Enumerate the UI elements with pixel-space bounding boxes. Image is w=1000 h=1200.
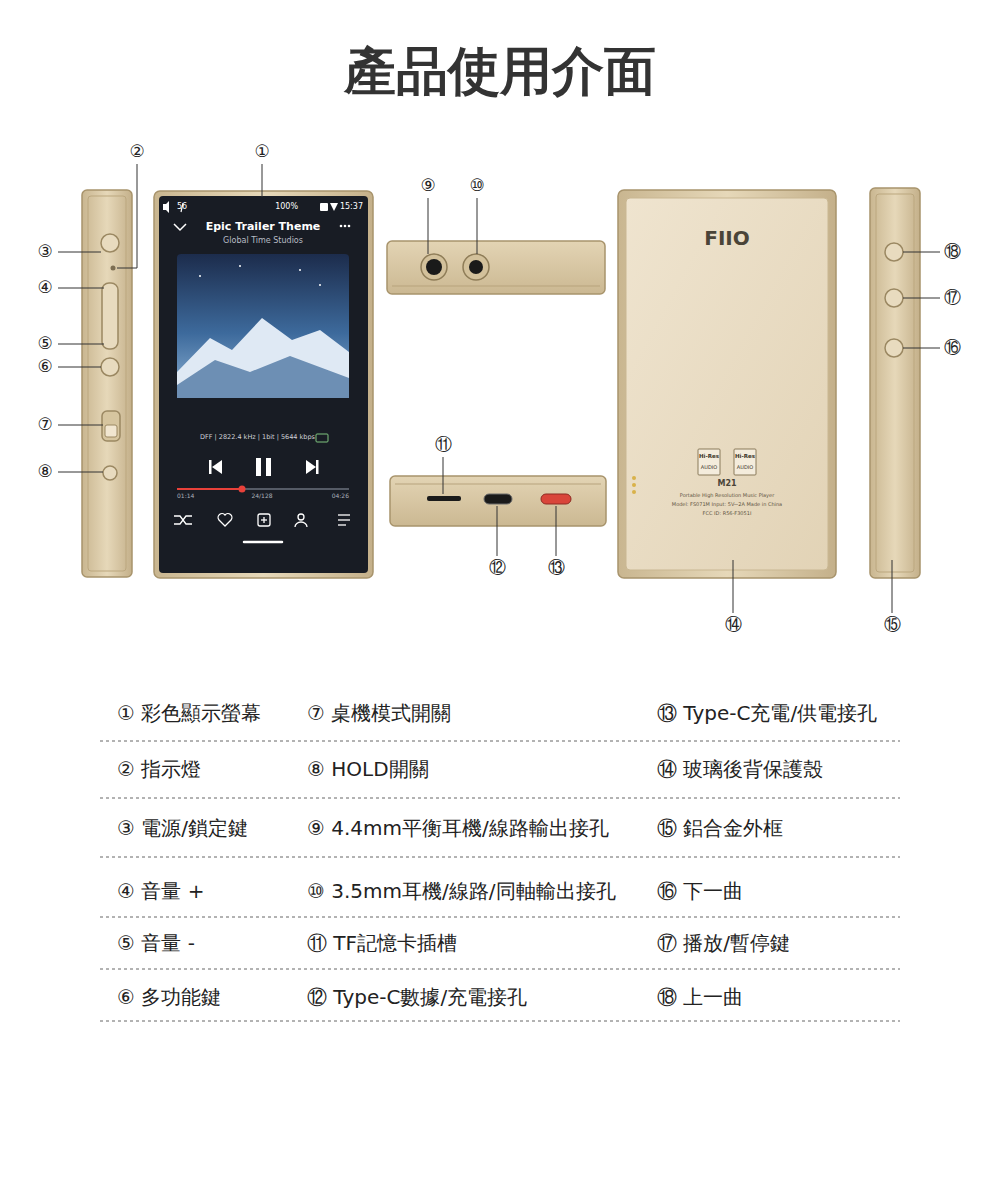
callout-number: ⑱ bbox=[944, 242, 961, 262]
callout-number: ⑩ bbox=[469, 176, 484, 196]
callout-number: ④ bbox=[37, 278, 52, 298]
table-cell: ③ 電源/鎖定鍵 bbox=[117, 817, 248, 840]
callout-number: ⑪ bbox=[435, 435, 452, 455]
front-view bbox=[154, 191, 373, 578]
brand-logo: FIIO bbox=[704, 227, 750, 250]
callout-number: ① bbox=[254, 142, 269, 162]
time-text: 01:14 bbox=[177, 493, 194, 500]
time-text: 24/128 bbox=[251, 493, 272, 500]
status-text: 56 bbox=[177, 202, 187, 211]
table-cell: ⑯ 下一曲 bbox=[657, 880, 743, 903]
right-side-view bbox=[870, 188, 920, 578]
callout-number: ⑰ bbox=[944, 288, 961, 308]
table-cell: ⑧ HOLD開關 bbox=[307, 758, 429, 781]
time-text: 04:26 bbox=[332, 493, 349, 500]
regulatory-text: Portable High Resolution Music Player bbox=[680, 493, 774, 499]
callout-number: ⑮ bbox=[884, 615, 901, 635]
bottom-view bbox=[390, 476, 606, 526]
table-cell: ⑮ 鋁合金外框 bbox=[657, 817, 783, 840]
status-text: 100% bbox=[275, 202, 298, 211]
callout-number: ③ bbox=[37, 242, 52, 262]
callout-number: ⑧ bbox=[37, 462, 52, 482]
back-view bbox=[618, 190, 836, 578]
page-title: 產品使用介面 bbox=[344, 42, 656, 102]
table-cell: ⑨ 4.4mm平衡耳機/線路輸出接孔 bbox=[307, 817, 609, 840]
table-cell: ② 指示燈 bbox=[117, 758, 201, 781]
table-cell: ⑥ 多功能鍵 bbox=[117, 986, 221, 1009]
left-side-view bbox=[82, 190, 132, 577]
callout-number: ⑥ bbox=[37, 357, 52, 377]
callout-number: ⑫ bbox=[489, 558, 506, 578]
table-cell: ① 彩色顯示螢幕 bbox=[117, 702, 261, 725]
model-name: M21 bbox=[717, 479, 736, 488]
callout-number: ② bbox=[129, 142, 144, 162]
regulatory-text: FCC ID: R56-F3051I bbox=[703, 511, 752, 517]
callout-number: ⑤ bbox=[37, 334, 52, 354]
table-rules bbox=[100, 741, 900, 1021]
table-cell: ⑦ 桌機模式開關 bbox=[307, 702, 451, 725]
table-cell: ⑱ 上一曲 bbox=[657, 986, 743, 1009]
table-cell: ⑫ Type-C數據/充電接孔 bbox=[307, 986, 527, 1009]
status-text: 15:37 bbox=[340, 202, 363, 211]
table-cell: ⑩ 3.5mm耳機/線路/同軸輸出接孔 bbox=[307, 880, 616, 903]
callout-number: ⑯ bbox=[944, 338, 961, 358]
table-cell: ④ 音量 + bbox=[117, 880, 204, 903]
hires-logo-text: Hi-Res bbox=[699, 453, 719, 459]
top-view bbox=[387, 241, 605, 294]
table-cell: ⑰ 播放/暫停鍵 bbox=[657, 932, 790, 955]
format-info: DFF | 2822.4 kHz | 1bit | 5644 kbps bbox=[200, 434, 315, 441]
callout-number: ⑬ bbox=[548, 558, 565, 578]
hires-logo-text: Hi-Res bbox=[735, 453, 755, 459]
callout-number: ⑨ bbox=[420, 176, 435, 196]
track-title: Epic Trailer Theme bbox=[206, 221, 321, 234]
track-artist: Global Time Studios bbox=[223, 236, 303, 245]
hires-logo-text: AUDIO bbox=[701, 465, 717, 471]
table-cell: ⑬ Type-C充電/供電接孔 bbox=[657, 702, 877, 725]
table-cell: ⑤ 音量 - bbox=[117, 932, 195, 955]
callout-number: ⑭ bbox=[725, 615, 742, 635]
leader-lines bbox=[58, 164, 940, 613]
hires-logo-text: AUDIO bbox=[737, 465, 753, 471]
table-cell: ⑭ 玻璃後背保護殼 bbox=[657, 758, 823, 781]
regulatory-text: Model: FS071M Input: 5V⎓2A Made in China bbox=[672, 502, 782, 508]
table-cell: ⑪ TF記憶卡插槽 bbox=[307, 932, 457, 955]
callout-number: ⑦ bbox=[37, 415, 52, 435]
